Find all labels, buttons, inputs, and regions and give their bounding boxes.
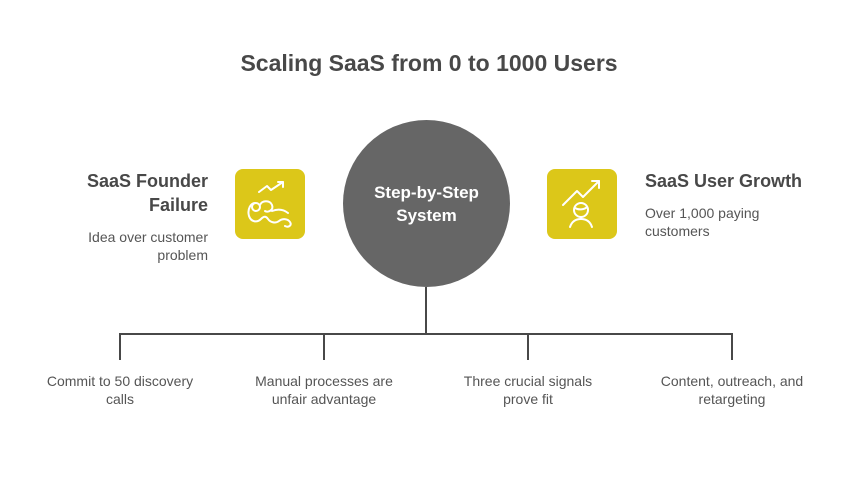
struggling-person-trend-icon xyxy=(247,181,292,228)
step-3: Three crucial signals prove fit xyxy=(433,372,623,408)
step-4-line2: retargeting xyxy=(698,391,766,407)
left-title: SaaS Founder Failure xyxy=(60,169,208,217)
center-label-line2: System xyxy=(396,205,457,225)
step-1-line2: calls xyxy=(105,391,134,407)
right-desc-line1: Over 1,000 paying xyxy=(645,205,760,221)
right-icon-box xyxy=(547,169,617,239)
step-2-line1: Manual processes are xyxy=(255,373,393,389)
step-3-line2: prove fit xyxy=(503,391,553,407)
left-title-line1: SaaS Founder xyxy=(86,171,208,191)
step-2: Manual processes are unfair advantage xyxy=(229,372,419,408)
center-label-line1: Step-by-Step xyxy=(374,182,479,202)
step-4: Content, outreach, and retargeting xyxy=(637,372,827,408)
right-title: SaaS User Growth xyxy=(645,171,803,191)
left-title-line2: Failure xyxy=(148,195,208,215)
center-circle: Step-by-Step System xyxy=(343,120,510,287)
right-description: Over 1,000 paying customers xyxy=(645,204,825,240)
left-description: Idea over customer problem xyxy=(40,228,208,264)
left-desc-line1: Idea over customer xyxy=(88,229,208,245)
step-1: Commit to 50 discovery calls xyxy=(25,372,215,408)
step-4-line1: Content, outreach, and xyxy=(660,373,804,389)
left-icon-box xyxy=(235,169,305,239)
person-growth-trend-icon xyxy=(562,180,600,228)
diagram-title: Scaling SaaS from 0 to 1000 Users xyxy=(240,50,618,76)
step-3-line1: Three crucial signals xyxy=(463,373,593,389)
left-desc-line2: problem xyxy=(157,247,208,263)
step-1-line1: Commit to 50 discovery xyxy=(46,373,194,389)
step-2-line2: unfair advantage xyxy=(271,391,377,407)
right-desc-line2: customers xyxy=(645,223,710,239)
